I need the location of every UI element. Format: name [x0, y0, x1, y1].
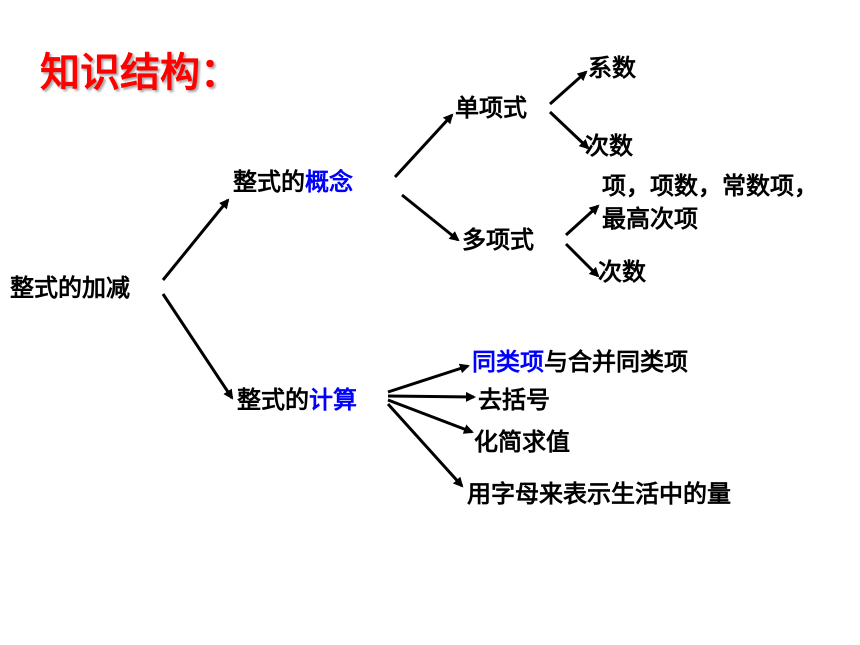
arrow-calc-to-letters [386, 402, 464, 488]
arrow-calc-to-brackets [387, 391, 476, 402]
arrow-calc-to-simplify [387, 398, 474, 434]
concept-highlight: 概念 [305, 168, 353, 196]
arrow-root-to-calc [161, 293, 234, 400]
diagram-title: 知识结构： [40, 50, 240, 96]
arrow-calc-to-like-terms [387, 363, 470, 394]
monomial-degree: 次数 [585, 132, 633, 160]
concept-node: 整式的概念 [233, 168, 353, 196]
arrow-monomial-to-degree [548, 110, 590, 150]
arrow-concept-to-monomial [393, 113, 454, 179]
polynomial-node: 多项式 [462, 226, 534, 254]
arrow-concept-to-polynomial [401, 193, 460, 242]
polynomial-degree: 次数 [598, 258, 646, 286]
brackets-item: 去括号 [478, 386, 550, 414]
calc-node: 整式的计算 [237, 386, 357, 414]
arrow-monomial-to-coefficient [549, 70, 588, 106]
simplify-item: 化简求值 [474, 428, 570, 456]
arrow-polynomial-to-terms [564, 204, 600, 237]
like-terms-rest: 与合并同类项 [544, 348, 688, 376]
monomial-node: 单项式 [455, 94, 527, 122]
concept-prefix: 整式的 [233, 168, 305, 196]
monomial-coefficient: 系数 [588, 54, 636, 82]
root-node: 整式的加减 [10, 274, 130, 302]
calc-prefix: 整式的 [237, 386, 309, 414]
like-terms-highlight: 同类项 [472, 348, 544, 376]
letters-item: 用字母来表示生活中的量 [467, 480, 731, 508]
like-terms-item: 同类项与合并同类项 [472, 348, 688, 376]
arrow-root-to-concept [161, 198, 230, 281]
polynomial-terms: 项，项数，常数项， [602, 172, 818, 200]
arrow-polynomial-to-degree [564, 242, 600, 278]
calc-highlight: 计算 [309, 386, 357, 414]
polynomial-highest-term: 最高次项 [602, 205, 698, 233]
